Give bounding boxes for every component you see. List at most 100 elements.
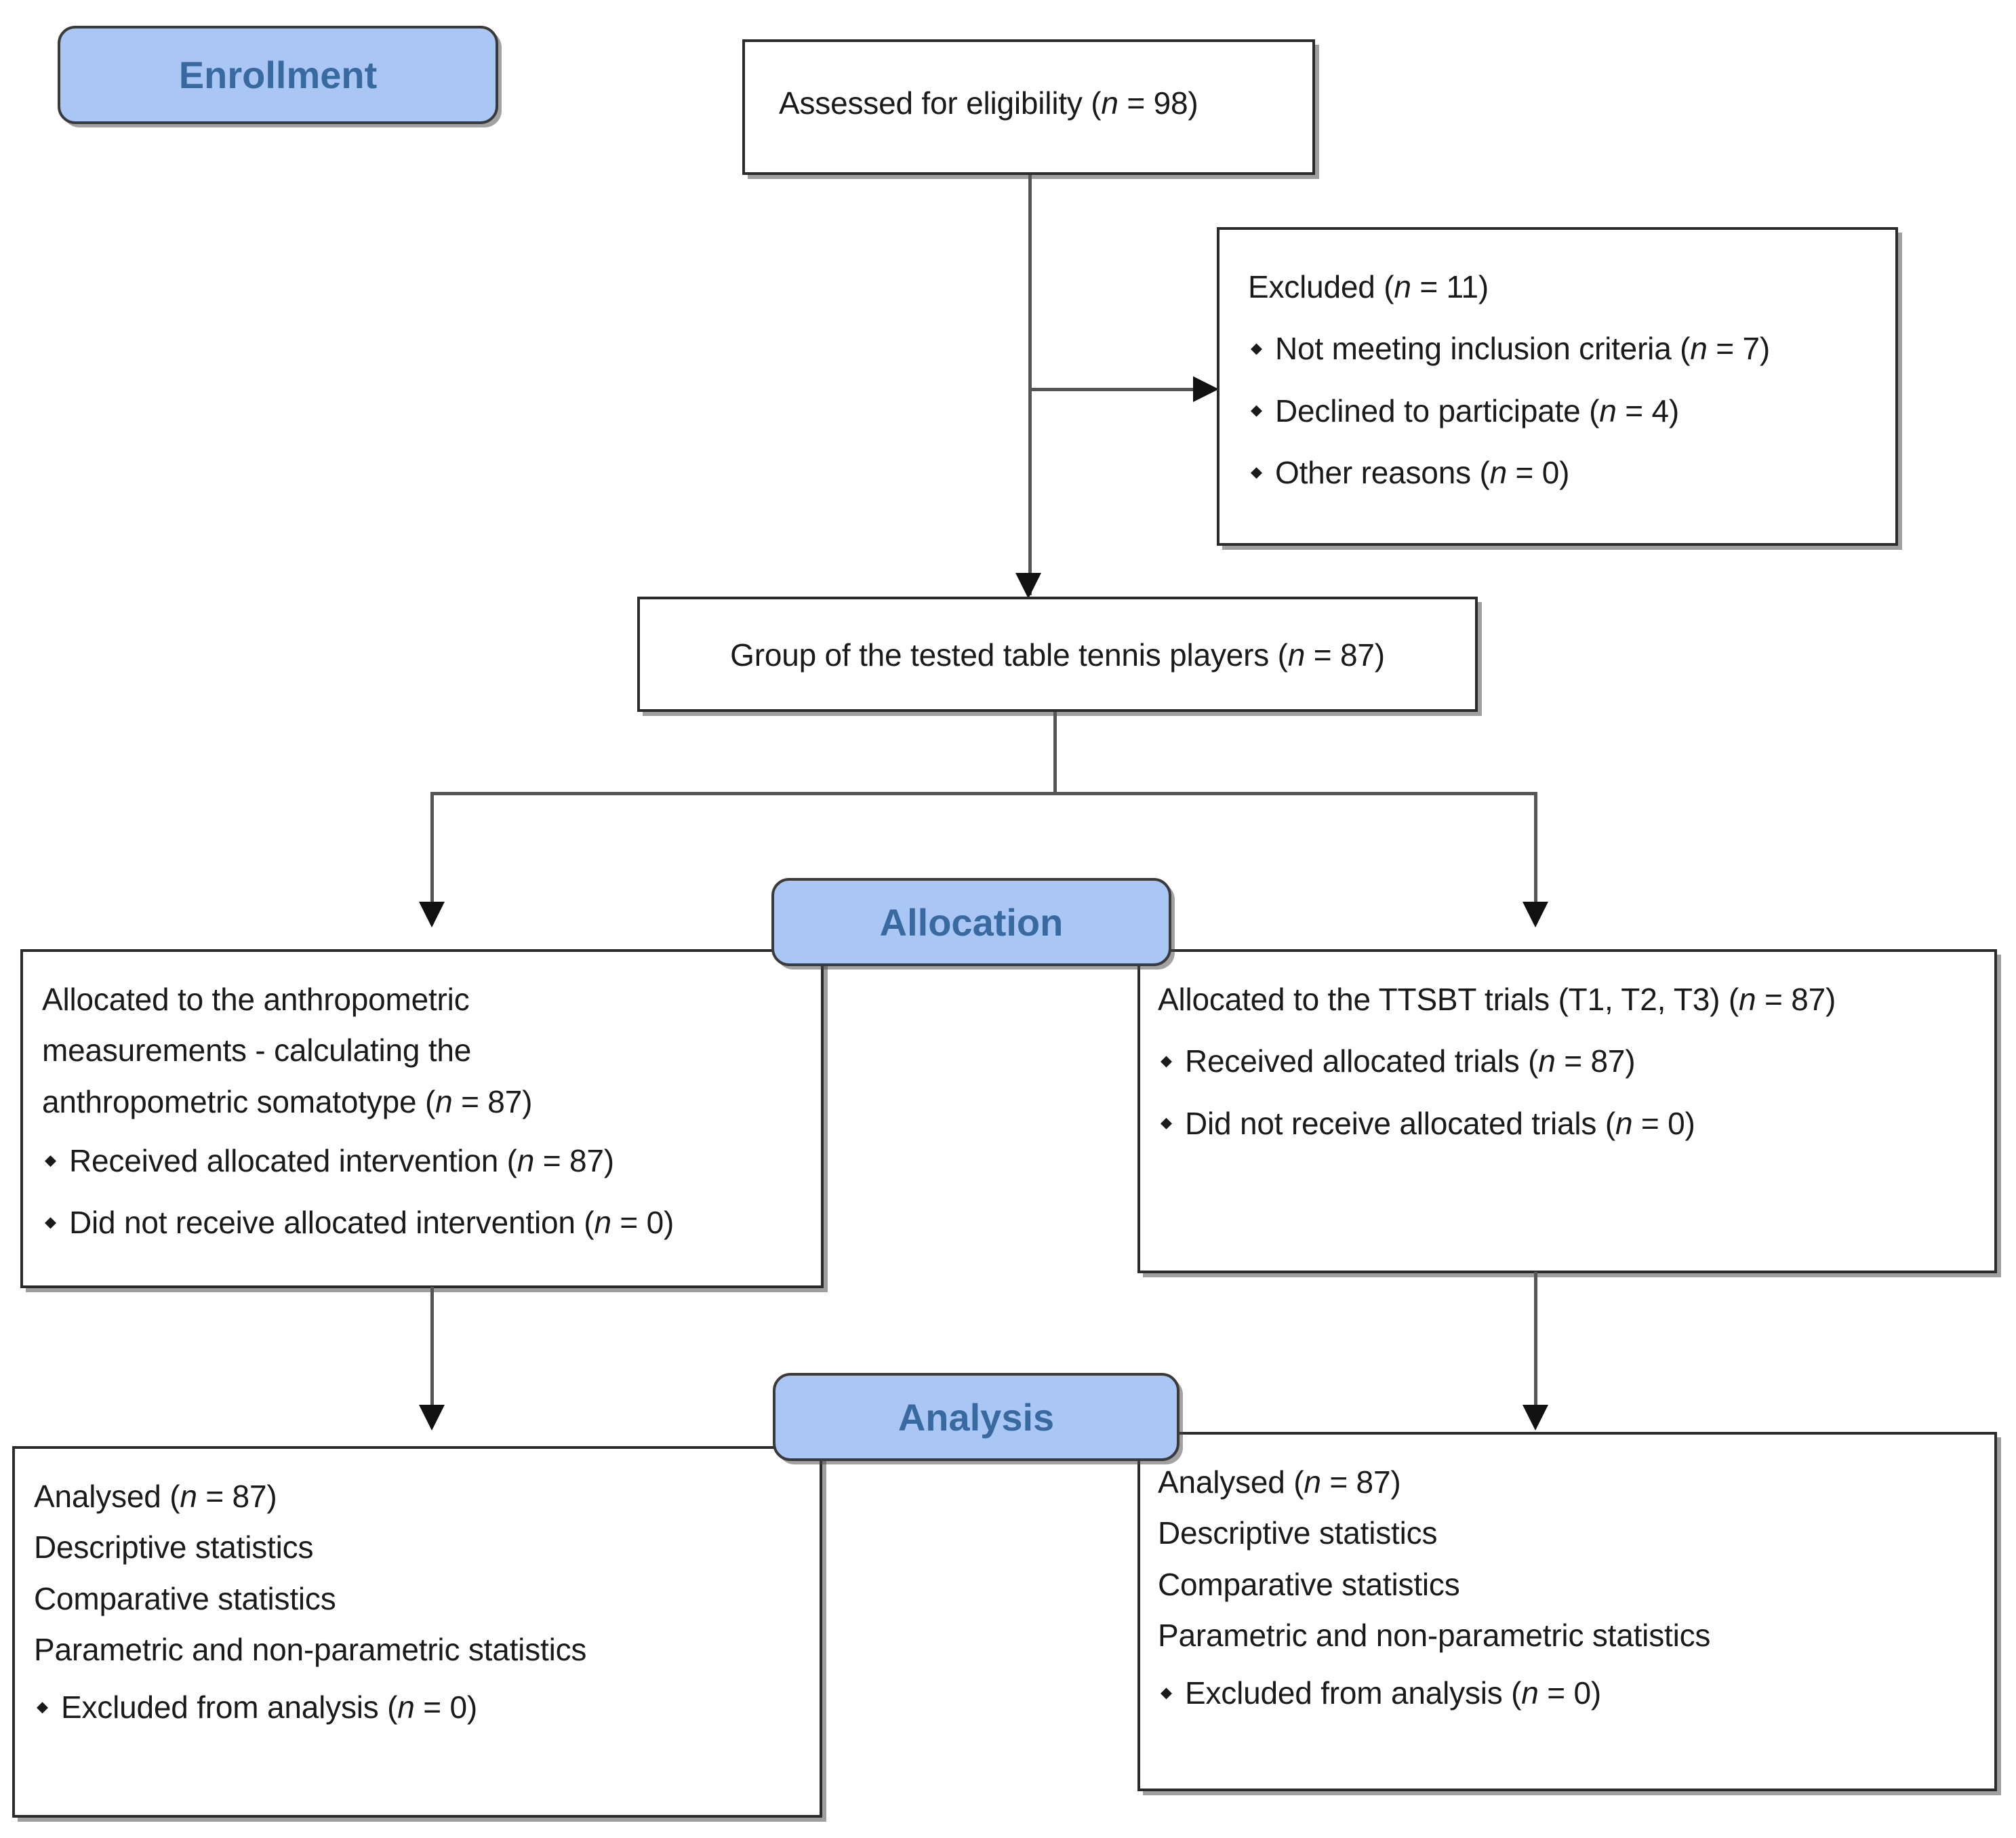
- assessed-n-value: = 98): [1118, 85, 1198, 121]
- analysed-right-text: Analysed (n = 87) Descriptive statistics…: [1158, 1460, 1971, 1716]
- box-allocated-anthropometric: Allocated to the anthropometric measurem…: [20, 949, 824, 1288]
- excluded-item-0-n: n: [1690, 331, 1708, 367]
- box-excluded: Excluded (n = 11) Not meeting inclusion …: [1217, 227, 1898, 546]
- stage-badge-enrollment: Enrollment: [58, 26, 498, 124]
- list-item: Excluded from analysis (n = 0): [1158, 1671, 1971, 1715]
- allocated-right-line1-pre: Allocated to the TTSBT trials (T1, T2, T…: [1158, 982, 1739, 1017]
- connector-assessed-trunk: [1028, 175, 1032, 595]
- analysed-left-item-0-n: n: [397, 1690, 415, 1725]
- group-text-pre: Group of the tested table tennis players…: [730, 637, 1288, 673]
- connector-split-horizontal: [432, 792, 1537, 795]
- arrow-to-allocated-right-icon: [1523, 902, 1548, 927]
- allocated-left-list: Received allocated intervention (n = 87)…: [42, 1139, 801, 1245]
- allocated-left-line3-pre: anthropometric somatotype (: [42, 1083, 436, 1119]
- diamond-bullet-icon: [1161, 1056, 1172, 1068]
- excluded-item-2-pre: Other reasons (: [1275, 454, 1490, 490]
- group-text-post: = 87): [1305, 637, 1385, 673]
- diamond-bullet-icon: [1251, 405, 1262, 417]
- box-allocated-ttsbt-trials: Allocated to the TTSBT trials (T1, T2, T…: [1137, 949, 1997, 1273]
- list-item: Did not receive allocated intervention (…: [42, 1201, 801, 1245]
- group-text: Group of the tested table tennis players…: [640, 633, 1475, 677]
- analysed-right-line3: Comparative statistics: [1158, 1566, 1460, 1602]
- allocated-right-list: Received allocated trials (n = 87) Did n…: [1158, 1039, 1978, 1146]
- allocated-left-line2: measurements - calculating the: [42, 1033, 472, 1068]
- stage-badge-allocation: Allocation: [771, 878, 1171, 966]
- allocated-right-item-1-n: n: [1615, 1105, 1633, 1141]
- allocated-right-item-1-pre: Did not receive allocated trials (: [1185, 1105, 1615, 1141]
- excluded-heading-post: = 11): [1411, 269, 1489, 304]
- connector-group-trunk: [1053, 712, 1057, 793]
- analysed-left-text: Analysed (n = 87) Descriptive statistics…: [34, 1475, 800, 1730]
- analysed-left-item-0-pre: Excluded from analysis (: [61, 1690, 398, 1725]
- arrow-to-excluded-icon: [1193, 376, 1219, 402]
- excluded-item-1-n: n: [1599, 393, 1617, 428]
- excluded-heading-pre: Excluded (: [1248, 269, 1394, 304]
- allocated-left-item-0-post: = 87): [534, 1142, 614, 1178]
- analysed-right-list: Excluded from analysis (n = 0): [1158, 1671, 1971, 1715]
- box-assessed-for-eligibility: Assessed for eligibility (n = 98): [742, 39, 1315, 175]
- stage-badge-analysis-label: Analysis: [898, 1395, 1055, 1439]
- analysed-right-item-0-post: = 0): [1538, 1675, 1601, 1711]
- assessed-text-pre: Assessed for eligibility (: [779, 85, 1102, 121]
- analysed-right-line2: Descriptive statistics: [1158, 1515, 1438, 1551]
- excluded-item-2-post: = 0): [1506, 454, 1570, 490]
- allocated-left-item-0-pre: Received allocated intervention (: [69, 1142, 517, 1178]
- analysed-right-line1: Analysed (n = 87): [1158, 1460, 1971, 1504]
- allocated-right-item-1-post: = 0): [1632, 1105, 1695, 1141]
- list-item: Excluded from analysis (n = 0): [34, 1685, 800, 1730]
- analysed-right-item-0-pre: Excluded from analysis (: [1185, 1675, 1522, 1711]
- allocated-left-line1: Allocated to the anthropometric: [42, 982, 470, 1017]
- arrow-to-analysed-left-icon: [419, 1405, 445, 1431]
- allocated-left-item-1-post: = 0): [611, 1205, 674, 1241]
- box-analysed-right: Analysed (n = 87) Descriptive statistics…: [1137, 1432, 1997, 1791]
- diamond-bullet-icon: [45, 1155, 56, 1167]
- diamond-bullet-icon: [1161, 1687, 1172, 1700]
- analysed-left-line1: Analysed (n = 87): [34, 1475, 800, 1519]
- analysed-right-line1-pre: Analysed (: [1158, 1464, 1304, 1500]
- excluded-heading-n: n: [1394, 269, 1411, 304]
- stage-badge-enrollment-label: Enrollment: [178, 54, 378, 96]
- excluded-heading: Excluded (n = 11): [1248, 265, 1878, 309]
- arrow-to-analysed-right-icon: [1523, 1405, 1548, 1431]
- arrow-to-group-icon: [1015, 573, 1041, 599]
- diamond-bullet-icon: [37, 1702, 48, 1714]
- excluded-item-0-post: = 7): [1707, 331, 1771, 367]
- connector-to-excluded: [1028, 388, 1208, 391]
- connector-allocleft-to-analysisleft: [430, 1287, 434, 1416]
- connector-allocright-to-analysisright: [1534, 1272, 1537, 1416]
- allocated-left-item-0-n: n: [517, 1142, 535, 1178]
- excluded-item-1-post: = 4): [1616, 393, 1679, 428]
- allocated-right-text: Allocated to the TTSBT trials (T1, T2, T…: [1158, 978, 1978, 1146]
- analysed-left-line3: Comparative statistics: [34, 1580, 336, 1616]
- analysed-right-item-0-n: n: [1521, 1675, 1539, 1711]
- excluded-text: Excluded (n = 11) Not meeting inclusion …: [1248, 265, 1878, 495]
- allocated-left-line3-post: = 87): [452, 1083, 533, 1119]
- analysed-left-list: Excluded from analysis (n = 0): [34, 1685, 800, 1730]
- diamond-bullet-icon: [1161, 1117, 1172, 1130]
- list-item: Declined to participate (n = 4): [1248, 389, 1878, 433]
- list-item: Other reasons (n = 0): [1248, 451, 1878, 495]
- connector-split-left-leg: [430, 792, 434, 924]
- stage-badge-allocation-label: Allocation: [879, 900, 1064, 944]
- list-item: Received allocated intervention (n = 87): [42, 1139, 801, 1183]
- allocated-left-line3-n: n: [435, 1083, 453, 1119]
- analysed-right-line1-n: n: [1304, 1464, 1321, 1500]
- allocated-right-item-0-pre: Received allocated trials (: [1185, 1043, 1539, 1079]
- analysed-right-line1-post: = 87): [1321, 1464, 1401, 1500]
- stage-badge-analysis: Analysis: [773, 1373, 1180, 1461]
- list-item: Received allocated trials (n = 87): [1158, 1039, 1978, 1083]
- allocated-right-line1: Allocated to the TTSBT trials (T1, T2, T…: [1158, 978, 1978, 1022]
- excluded-item-0-pre: Not meeting inclusion criteria (: [1275, 331, 1691, 367]
- analysed-left-line1-pre: Analysed (: [34, 1479, 180, 1514]
- allocated-left-item-1-n: n: [594, 1205, 611, 1241]
- allocated-right-item-0-post: = 87): [1555, 1043, 1636, 1079]
- excluded-item-1-pre: Declined to participate (: [1275, 393, 1600, 428]
- allocated-right-line1-n: n: [1739, 982, 1756, 1017]
- box-analysed-left: Analysed (n = 87) Descriptive statistics…: [12, 1446, 822, 1818]
- allocated-right-line1-post: = 87): [1756, 982, 1836, 1017]
- analysed-left-line4: Parametric and non-parametric statistics: [34, 1631, 587, 1667]
- allocated-left-text: Allocated to the anthropometric measurem…: [42, 978, 801, 1245]
- diamond-bullet-icon: [1251, 343, 1262, 355]
- assessed-text: Assessed for eligibility (n = 98): [779, 81, 1294, 125]
